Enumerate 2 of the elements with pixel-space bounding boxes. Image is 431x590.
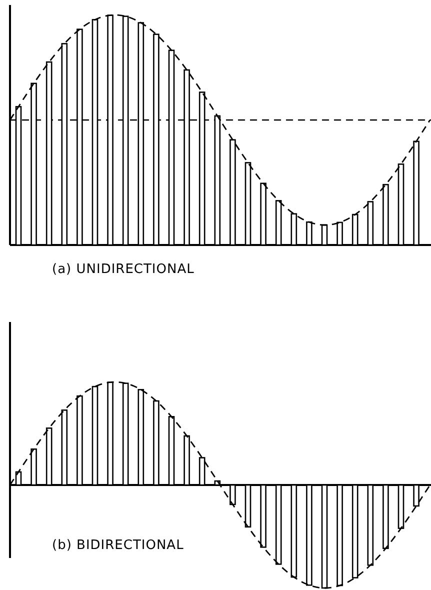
panel-caption: (b) BIDIRECTIONAL bbox=[52, 538, 184, 553]
panel-caption: (a) UNIDIRECTIONAL bbox=[52, 262, 194, 277]
